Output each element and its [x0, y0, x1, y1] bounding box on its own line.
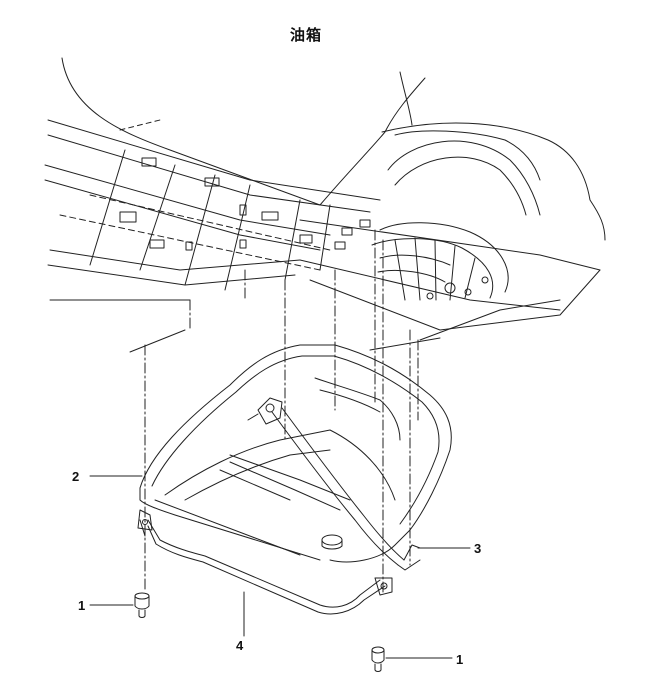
alignment-lines — [144, 229, 419, 596]
callout-3: 3 — [474, 541, 481, 556]
tank-strap — [271, 407, 421, 571]
alignment-short-1 — [129, 329, 186, 353]
fuel-tank — [137, 344, 452, 563]
callout-4: 4 — [236, 638, 244, 653]
tank-lower-strap — [139, 519, 393, 615]
vehicle-body-floor — [44, 57, 606, 341]
bolt-left — [134, 592, 150, 618]
callout-1-left: 1 — [78, 598, 85, 613]
callout-1-bottom: 1 — [456, 652, 463, 667]
alignment-short-2 — [369, 337, 441, 351]
bolt-bottom — [371, 646, 385, 672]
leader-lines — [89, 475, 471, 659]
callout-2: 2 — [72, 469, 79, 484]
diagram-title: 油箱 — [289, 26, 322, 44]
